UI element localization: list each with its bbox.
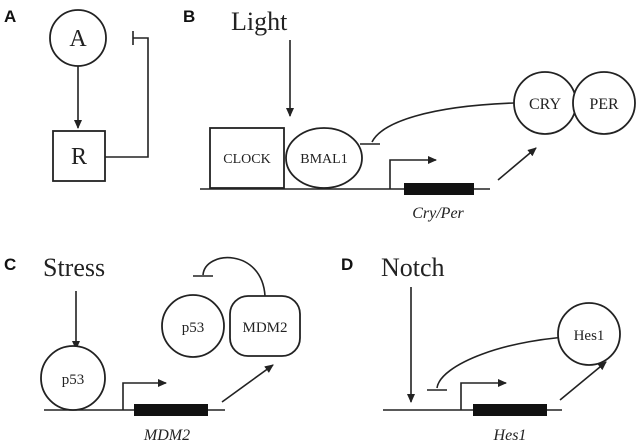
bmal1-node (285, 127, 363, 189)
repression-path-a (105, 37, 149, 158)
bmal1-label: BMAL1 (300, 152, 347, 167)
clock-node (209, 127, 285, 189)
translation-arrow-c (221, 364, 274, 403)
gene-label-hes1: Hes1 (493, 427, 527, 444)
panel-letter-d: D (341, 255, 353, 274)
p53-label: p53 (62, 372, 85, 388)
hes1-label: Hes1 (574, 328, 605, 344)
repressor-label-r: R (71, 144, 87, 170)
repressor-node-r (52, 130, 106, 182)
panel-d: D Notch Hes1 Hes1 (341, 253, 621, 444)
hes1-node (557, 302, 621, 366)
repression-path-c (202, 256, 266, 297)
gene-block-cry-per (404, 183, 474, 195)
per-node (572, 71, 636, 135)
gene-label-cry-per: Cry/Per (412, 205, 464, 222)
panel-a: A A R (4, 7, 149, 182)
panel-letter-b: B (183, 7, 195, 26)
cry-label: CRY (529, 96, 561, 113)
p53-complex-label: p53 (182, 320, 205, 336)
gene-block-hes1 (473, 404, 547, 416)
per-label: PER (589, 96, 619, 113)
repression-path-b (371, 102, 515, 143)
promoter-arrow-d (460, 379, 507, 410)
panel-letter-a: A (4, 7, 16, 26)
activator-label-a: A (69, 26, 87, 52)
promoter-arrow-b (389, 156, 437, 189)
panel-c: C Stress p53 MDM2 p53 MDM2 (4, 253, 301, 444)
clock-label: CLOCK (223, 152, 270, 167)
translation-arrow-d (559, 361, 607, 401)
promoter-arrow-c (122, 379, 167, 410)
translation-arrow-b (497, 147, 537, 181)
p53-node (40, 345, 106, 411)
signal-notch: Notch (381, 253, 445, 282)
mdm2-label: MDM2 (242, 320, 287, 336)
signal-stress: Stress (43, 253, 105, 282)
gene-block-mdm2 (134, 404, 208, 416)
signal-light: Light (231, 7, 288, 36)
panel-b: B Light CLOCK BMAL1 Cry/Per CRY PER (183, 7, 636, 222)
gene-label-mdm2: MDM2 (143, 427, 190, 444)
panel-letter-c: C (4, 255, 16, 274)
p53-complex-node (161, 294, 225, 358)
